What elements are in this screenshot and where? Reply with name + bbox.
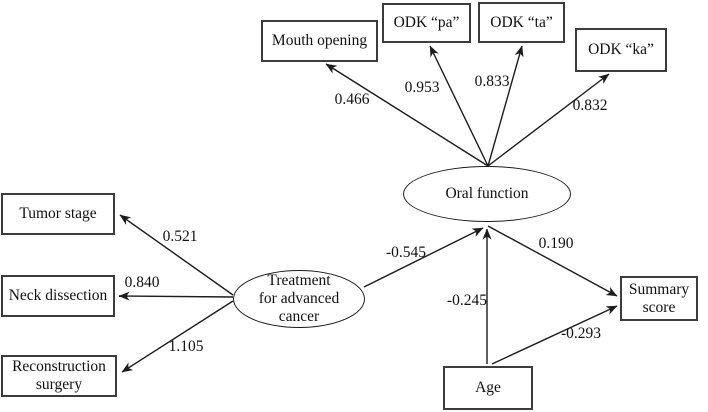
node-oral-function: Oral function <box>403 166 571 222</box>
coefficient-oral-function-summary-score: 0.190 <box>538 235 574 252</box>
node-odk-pa: ODK “pa” <box>382 3 471 43</box>
coefficient-treatment-reconstruction: 1.105 <box>168 338 204 355</box>
node-mouth-opening: Mouth opening <box>261 20 378 62</box>
coefficient-oral-function-odk-pa: 0.953 <box>404 79 440 96</box>
node-tumor-stage-label: Tumor stage <box>19 205 97 223</box>
node-treatment-label: Treatment for advanced cancer <box>258 271 340 326</box>
node-reconstruction-surgery: Reconstruction surgery <box>1 355 117 397</box>
node-summary-score: Summary score <box>620 276 698 321</box>
node-tumor-stage: Tumor stage <box>1 193 115 235</box>
arrow-treatment-to-tumor-stage <box>119 214 234 296</box>
arrow-treatment-to-oral-function <box>363 227 484 288</box>
node-neck-dissection: Neck dissection <box>1 275 115 317</box>
arrow-oral-function-to-odk-ka <box>487 73 610 167</box>
coefficient-oral-function-odk-ta: 0.833 <box>474 73 510 90</box>
coefficient-oral-function-odk-ka: 0.832 <box>572 97 608 114</box>
arrow-oral-function-to-mouth-opening <box>325 63 489 167</box>
node-reconstruction-surgery-label: Reconstruction surgery <box>12 358 106 393</box>
arrow-oral-function-to-odk-ta <box>487 45 524 167</box>
node-odk-pa-label: ODK “pa” <box>393 14 460 32</box>
node-odk-ta: ODK “ta” <box>478 2 565 43</box>
coefficient-oral-function-mouth-opening: 0.466 <box>334 91 370 108</box>
arrow-treatment-to-neck-dissection <box>118 291 234 301</box>
arrow-age-to-summary-score <box>491 305 618 365</box>
coefficient-treatment-neck-dissection: 0.840 <box>124 274 160 291</box>
node-age: Age <box>443 366 533 410</box>
arrow-treatment-to-reconstruction-surgery <box>121 300 234 373</box>
arrow-oral-function-to-summary-score <box>487 225 618 297</box>
coefficient-treatment-tumor-stage: 0.521 <box>162 228 198 245</box>
node-oral-function-label: Oral function <box>445 184 529 202</box>
node-mouth-opening-label: Mouth opening <box>271 32 368 50</box>
node-neck-dissection-label: Neck dissection <box>8 287 108 305</box>
arrow-oral-function-to-odk-pa <box>429 45 489 167</box>
coefficient-age-summary-score: -0.293 <box>560 325 602 342</box>
node-summary-score-label: Summary score <box>628 280 690 316</box>
node-odk-ka: ODK “ka” <box>575 28 667 72</box>
node-age-label: Age <box>475 379 501 397</box>
node-odk-ta-label: ODK “ta” <box>490 13 553 31</box>
coefficient-treatment-oral-function: -0.545 <box>385 244 427 261</box>
node-treatment-for-advanced-cancer: Treatment for advanced cancer <box>233 270 365 328</box>
node-odk-ka-label: ODK “ka” <box>588 41 654 59</box>
coefficient-age-oral-function: -0.245 <box>446 292 488 309</box>
